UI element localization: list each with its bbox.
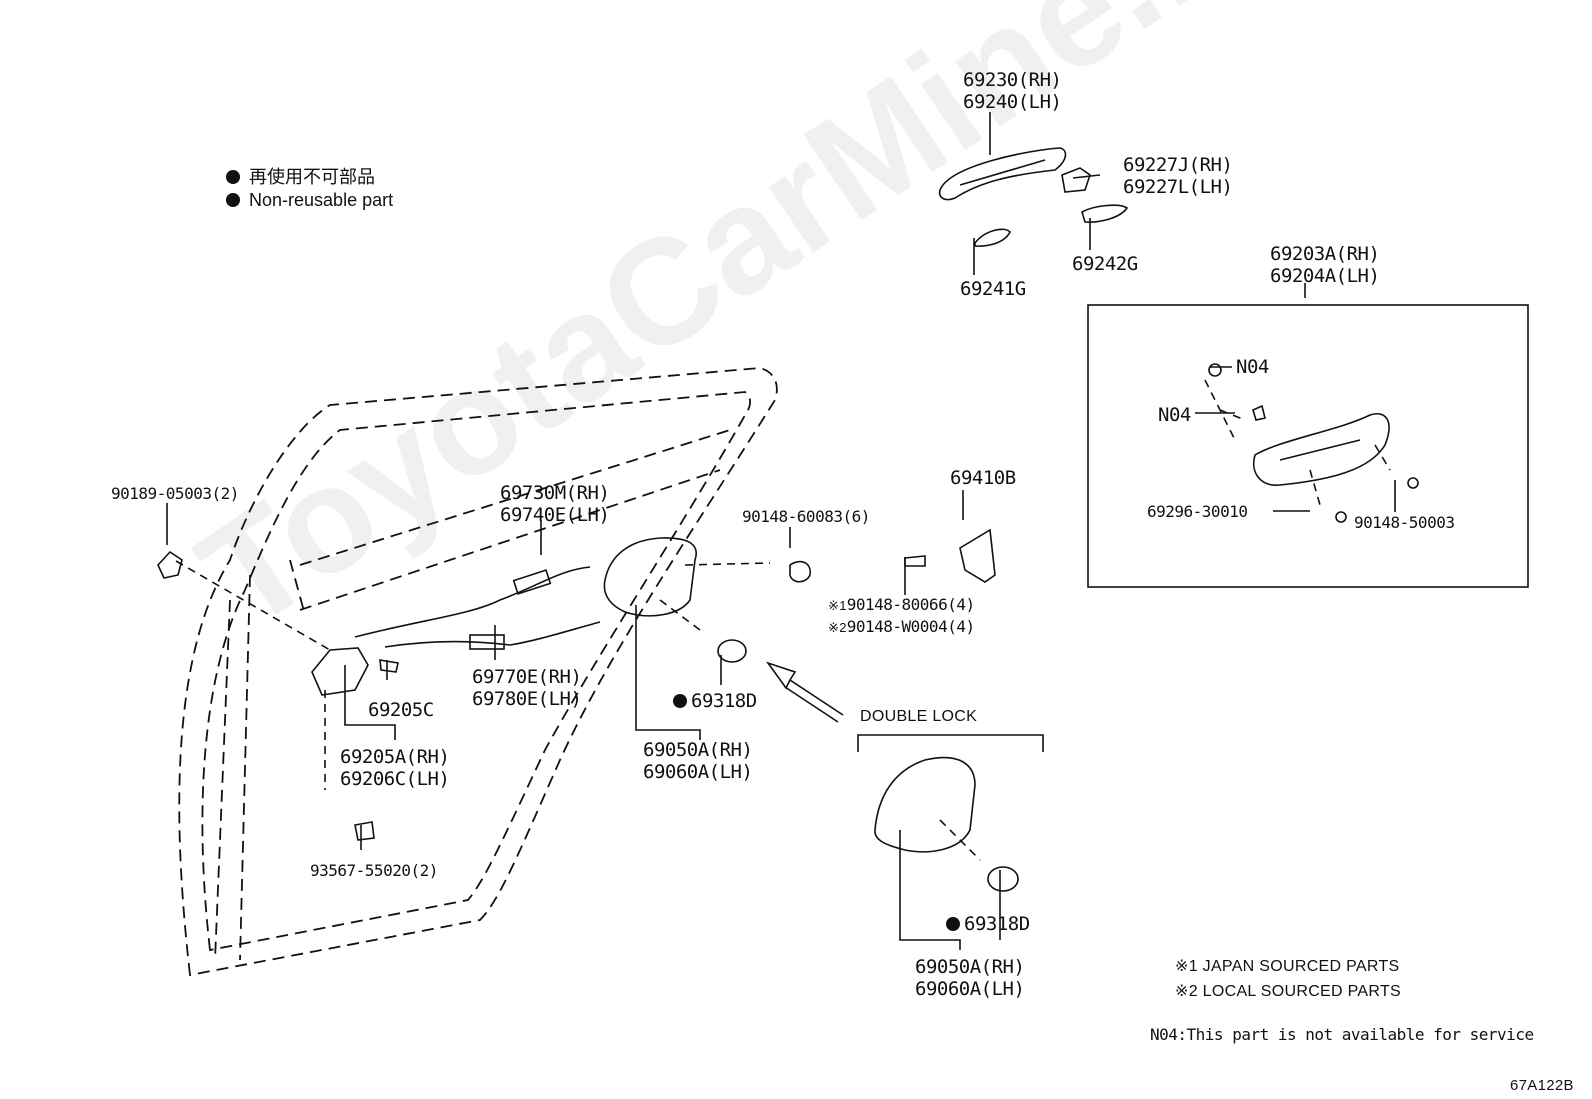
striker-shape xyxy=(959,528,996,583)
door-outline xyxy=(178,367,778,977)
pad-69242g-shape xyxy=(1081,204,1129,223)
bolt-90148-60083-shape xyxy=(789,560,811,583)
label-69740e: 69740E(LH) xyxy=(500,504,610,526)
handle-frame-shape xyxy=(1208,363,1419,523)
label-69780e: 69780E(LH) xyxy=(472,688,582,710)
non-reusable-dot-icon xyxy=(226,170,240,184)
non-reusable-dot-icon xyxy=(226,193,240,207)
label-69230: 69230(RH) xyxy=(963,69,1062,91)
label-90148-50003: 90148-50003 xyxy=(1354,513,1455,532)
label-69203a: 69203A(RH) xyxy=(1270,243,1380,265)
label-dl-69318d: 69318D xyxy=(946,914,1030,935)
outside-handle-shape xyxy=(938,147,1067,201)
note-local-sourced: ※2 LOCAL SOURCED PARTS xyxy=(1175,983,1401,1000)
label-69242g: 69242G xyxy=(1072,253,1138,275)
double-lock-shape xyxy=(874,756,976,853)
legend-en: Non-reusable part xyxy=(226,190,393,211)
non-reusable-dot-icon xyxy=(673,694,687,708)
label-93567: 93567-55020(2) xyxy=(310,861,438,880)
screw-90148-80066-shape xyxy=(904,555,926,567)
label-n04-left: N04 xyxy=(1158,404,1191,426)
label-69730m: 69730M(RH) xyxy=(500,482,610,504)
solid-leaders xyxy=(166,112,1396,950)
label-69206c: 69206C(LH) xyxy=(340,768,450,790)
label-69050a: 69050A(RH) xyxy=(643,739,753,761)
outside-handle-frame-box xyxy=(1087,304,1529,588)
label-69240: 69240(LH) xyxy=(963,91,1062,113)
diagram-code: 67A122B xyxy=(1510,1077,1574,1094)
note-n04-service: N04:This part is not available for servi… xyxy=(1150,1025,1534,1044)
label-69205c: 69205C xyxy=(368,699,434,721)
label-69205a: 69205A(RH) xyxy=(340,746,450,768)
note-japan-sourced: ※1 JAPAN SOURCED PARTS xyxy=(1175,958,1400,975)
label-69060a: 69060A(LH) xyxy=(643,761,753,783)
screw-69205c-shape xyxy=(379,659,399,673)
label-69241g: 69241G xyxy=(960,278,1026,300)
label-69410b: 69410B xyxy=(950,467,1016,489)
door-lock-shape xyxy=(603,537,697,617)
label-69296: 69296-30010 xyxy=(1147,502,1248,521)
label-90189: 90189-05003(2) xyxy=(111,484,239,503)
non-reusable-dot-icon xyxy=(946,917,960,931)
screw-93567-shape xyxy=(354,821,375,841)
label-dl-69050a: 69050A(RH) xyxy=(915,956,1025,978)
double-lock-seal-shape xyxy=(987,866,1019,892)
label-double-lock: DOUBLE LOCK xyxy=(860,708,978,725)
label-90148-60083: 90148-60083(6) xyxy=(742,507,870,526)
label-69227l: 69227L(LH) xyxy=(1123,176,1233,198)
inside-handle-shape xyxy=(311,647,369,696)
label-90148-w0004: ※290148-W0004(4) xyxy=(828,617,975,636)
handle-cap-shape xyxy=(1061,167,1091,193)
seal-69318d-shape xyxy=(717,639,747,663)
label-69770e: 69770E(RH) xyxy=(472,666,582,688)
cables-shape xyxy=(354,566,601,650)
double-lock-bracket xyxy=(857,734,1044,752)
label-69204a: 69204A(LH) xyxy=(1270,265,1380,287)
label-69318d: 69318D xyxy=(673,691,757,712)
pad-69241g-shape xyxy=(974,228,1011,247)
label-90148-80066: ※190148-80066(4) xyxy=(828,595,975,614)
label-n04-top: N04 xyxy=(1236,356,1269,378)
clip-90189-shape xyxy=(157,550,183,579)
dashed-leaders xyxy=(175,379,1391,861)
label-69227j: 69227J(RH) xyxy=(1123,154,1233,176)
label-dl-69060a: 69060A(LH) xyxy=(915,978,1025,1000)
direction-arrow xyxy=(765,661,844,723)
legend-jp: 再使用不可部品 xyxy=(226,163,375,189)
